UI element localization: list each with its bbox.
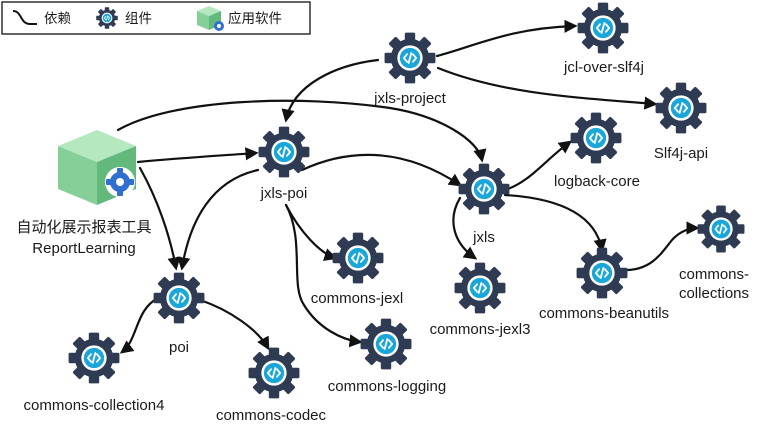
edge-jxls-project-jcl-over-slf4j [435,19,578,58]
legend: 依赖 组件 应用软件 [1,1,311,35]
edge-jxls-project-slf4j-api [436,66,658,110]
gear-code-icon [454,262,506,314]
edge-beanutils-commons-collections [618,221,700,272]
node-label: commons-codec [216,407,327,424]
edge-jxls-poi-commons-logging [284,203,363,348]
node-label: poi [169,339,189,356]
legend-frame [1,1,311,35]
edge-jxls-project-jxls-poi [281,58,380,123]
curve-arrow-icon [12,10,37,25]
node-commons-jexl[interactable]: commons-jexl [311,232,404,307]
node-jxls-poi[interactable]: jxls-poi [258,126,310,202]
node-label: commons-collection4 [24,397,165,414]
edge-jxls-commons-beanutils [503,193,607,253]
edge-reportlearning-jxls-poi [136,147,259,164]
gear-code-icon [248,347,300,399]
edge-jxls-commons-jexl3 [452,196,478,260]
node-label: Slf4j-api [654,145,708,162]
gear-code-icon [68,332,120,384]
legend-component-label: 组件 [125,11,152,27]
node-commons-collection4[interactable]: commons-collection4 [24,332,165,414]
node-poi[interactable]: poi [153,272,205,356]
gear-code-icon [458,163,510,215]
cube-gear-icon [197,6,224,31]
edges [116,19,700,354]
cube-gear-icon [58,130,136,205]
node-commons-codec[interactable]: commons-codec [216,347,327,424]
gear-code-icon [655,82,707,134]
node-label: commons-beanutils [539,305,669,322]
edge-jxls-poi-jxls [300,153,463,187]
gear-code-icon [576,247,628,299]
node-jxls[interactable]: jxls [458,163,510,246]
node-logback-core[interactable]: logback-core [554,112,640,190]
edge-jxls-poi-commons-jexl [284,203,338,261]
node-jcl-over-slf4j[interactable]: jcl-over-slf4j [563,2,644,76]
edge-reportlearning-poi [138,166,181,271]
gear-code-icon [697,205,745,253]
node-label: commons-jexl [311,290,404,307]
node-jxls-project[interactable]: jxls-project [373,32,447,107]
legend-dependency-label: 依赖 [44,11,71,27]
application-name-cn: 自动化展示报表工具 [16,219,151,236]
gear-code-icon [258,126,310,178]
edge-poi-commons-collection4 [119,296,160,354]
edge-jxls-poi-poi [177,168,260,271]
node-label: jxls-poi [260,185,308,202]
gear-code-icon [384,32,436,84]
node-label: commons-jexl3 [430,321,531,338]
node-commons-collections[interactable]: commons- collections [679,205,749,302]
gear-code-icon [360,318,412,370]
node-commons-jexl3[interactable]: commons-jexl3 [430,262,531,338]
edge-reportlearning-jxls [116,99,487,163]
application-name-en: ReportLearning [32,240,135,257]
gear-code-icon [570,112,622,164]
node-commons-logging[interactable]: commons-logging [328,318,446,395]
gear-code-icon [153,272,205,324]
gear-code-icon [577,2,629,54]
node-label: jcl-over-slf4j [563,59,644,76]
node-label: logback-core [554,173,640,190]
node-label-line1: commons- [679,266,749,283]
node-label: jxls [472,229,495,246]
node-label: commons-logging [328,378,446,395]
node-slf4j-api[interactable]: Slf4j-api [654,82,708,162]
node-label-line2: collections [679,285,749,302]
edge-poi-commons-codec [198,298,270,351]
legend-application-label: 应用软件 [228,10,282,27]
gear-code-icon [332,232,384,284]
gear-code-icon [96,7,118,29]
node-commons-beanutils[interactable]: commons-beanutils [539,247,669,322]
edge-jxls-logback-core [503,140,573,192]
application-node[interactable]: 自动化展示报表工具 ReportLearning [16,130,152,257]
node-label: jxls-project [373,90,447,107]
